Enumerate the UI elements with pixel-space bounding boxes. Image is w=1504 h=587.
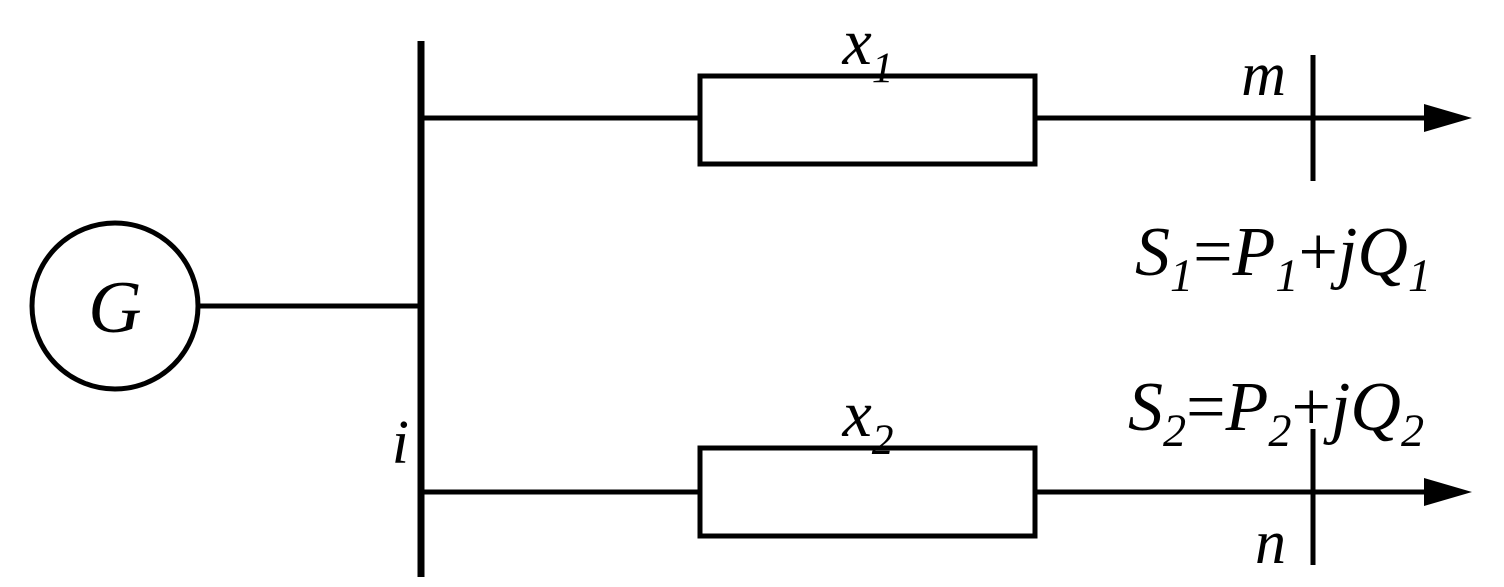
generator-label: G xyxy=(88,267,141,349)
s1-symbol: S xyxy=(1135,214,1170,291)
reactance-label-x2: x2 xyxy=(841,378,893,464)
plus-sign-2: + xyxy=(1291,369,1330,446)
p1-subscript: 1 xyxy=(1275,250,1298,301)
q2-subscript: 2 xyxy=(1401,405,1424,456)
p1-symbol: P xyxy=(1232,214,1276,291)
power-equation-2: S2=P2+jQ2 xyxy=(1128,369,1424,456)
q1-symbol: Q xyxy=(1357,214,1408,291)
s2-symbol: S xyxy=(1128,369,1163,446)
bus-i-label: i xyxy=(392,409,409,477)
load-arrow-1 xyxy=(1424,104,1472,132)
load-arrow-2 xyxy=(1424,478,1472,506)
reactance-x1-symbol: x xyxy=(841,6,871,79)
q2-symbol: Q xyxy=(1350,369,1401,446)
reactance-x2-symbol: x xyxy=(841,378,871,451)
plus-sign-1: + xyxy=(1298,214,1337,291)
power-equation-1: S1=P1+jQ1 xyxy=(1135,214,1431,301)
p2-subscript: 2 xyxy=(1268,405,1291,456)
s2-subscript: 2 xyxy=(1163,405,1186,456)
reactance-box-x1 xyxy=(697,73,1038,167)
reactance-x2-subscript: 2 xyxy=(872,416,894,464)
reactance-x1-subscript: 1 xyxy=(872,44,894,92)
s1-subscript: 1 xyxy=(1170,250,1193,301)
bus-m-label: m xyxy=(1241,41,1286,109)
reactance-label-x1: x1 xyxy=(841,6,893,92)
bus-n-label: n xyxy=(1255,509,1286,577)
q1-subscript: 1 xyxy=(1408,250,1431,301)
equals-sign-1: = xyxy=(1193,214,1232,291)
equals-sign-2: = xyxy=(1186,369,1225,446)
p2-symbol: P xyxy=(1225,369,1269,446)
reactance-box-x2 xyxy=(697,445,1038,539)
